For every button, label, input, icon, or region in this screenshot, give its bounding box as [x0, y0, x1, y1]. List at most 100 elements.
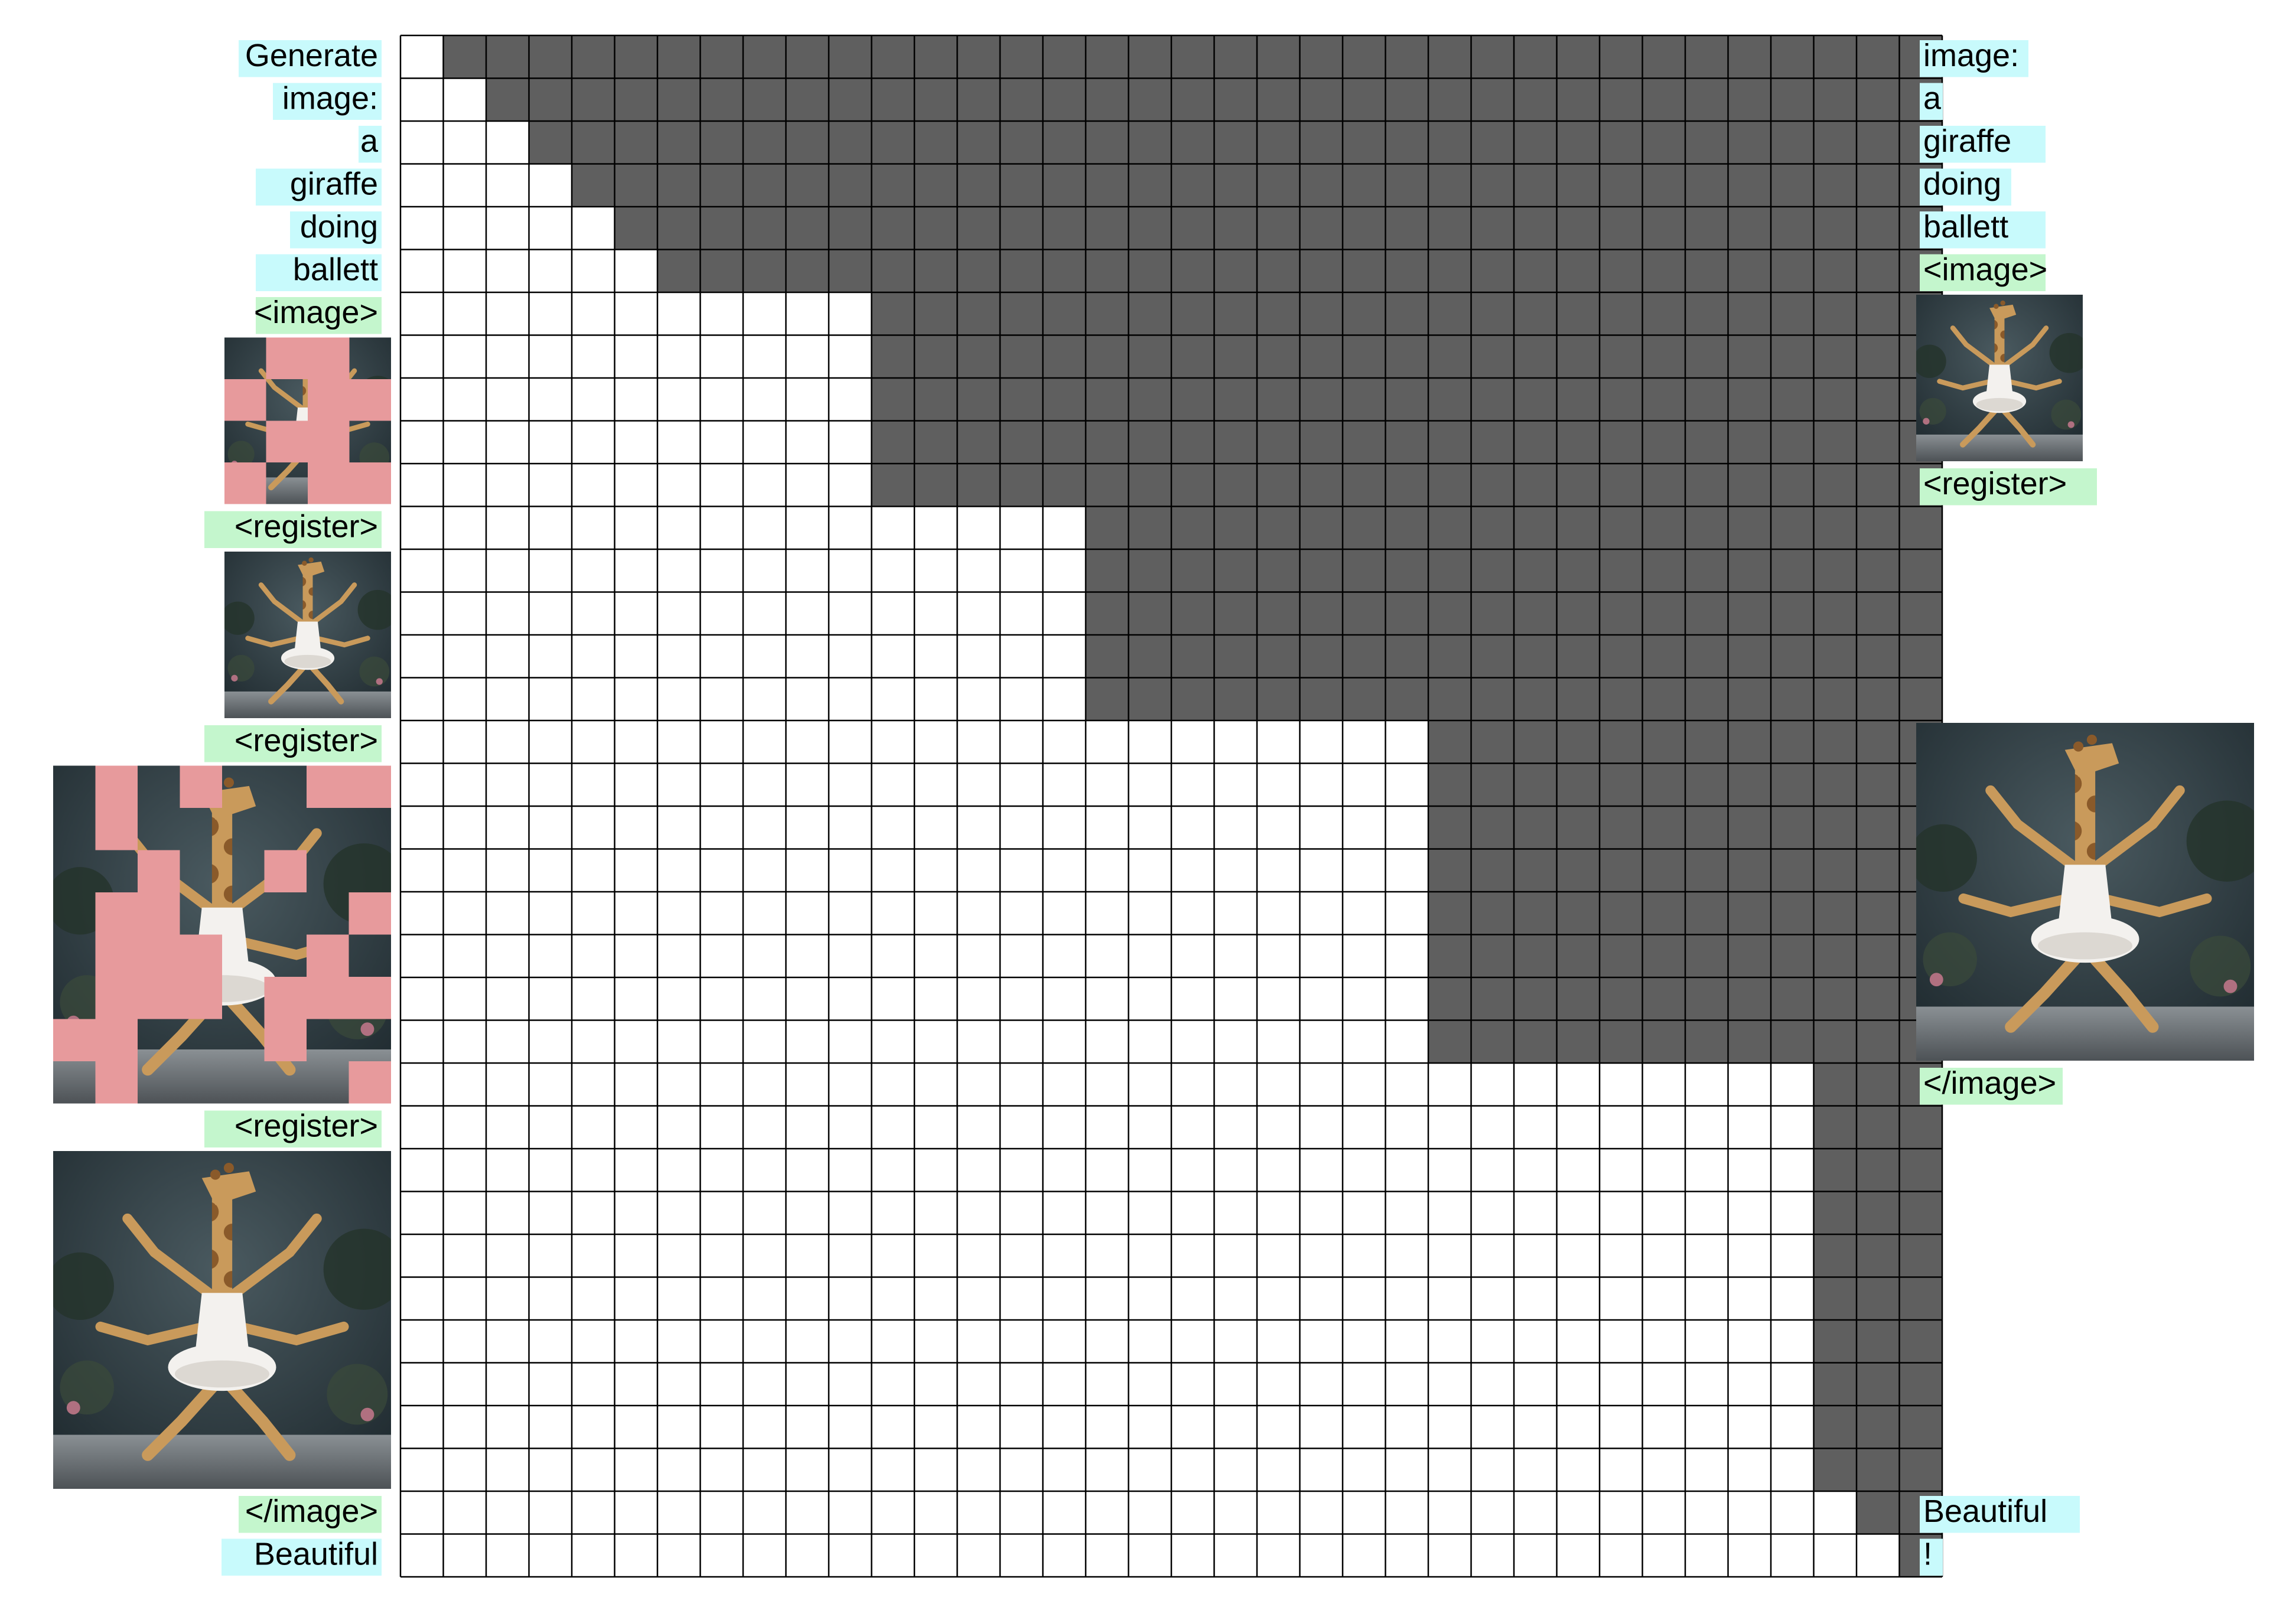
attend-cell — [529, 977, 572, 1021]
attend-cell — [1300, 849, 1343, 892]
attend-cell — [700, 335, 743, 378]
masked-cell — [1471, 164, 1514, 207]
masked-cell — [871, 207, 914, 250]
attend-cell — [743, 1534, 786, 1577]
masked-cell — [1813, 892, 1857, 935]
attend-cell — [871, 934, 914, 977]
masked-cell — [1857, 635, 1900, 678]
attend-cell — [486, 506, 529, 549]
masked-cell — [1428, 78, 1471, 121]
masked-cell — [957, 78, 1000, 121]
masked-cell — [1300, 292, 1343, 335]
masked-cell — [1857, 1020, 1900, 1063]
attend-cell — [1343, 1362, 1386, 1406]
masked-cell — [1642, 635, 1685, 678]
masked-cell — [743, 164, 786, 207]
attend-cell — [572, 763, 615, 806]
masked-cell — [1899, 1191, 1942, 1234]
masked-patch — [307, 977, 349, 1019]
attend-cell — [1128, 1448, 1171, 1491]
masked-cell — [1000, 164, 1043, 207]
attend-cell — [700, 1320, 743, 1363]
attend-cell — [1385, 1149, 1428, 1192]
attend-cell — [1857, 1534, 1900, 1577]
masked-cell — [1857, 849, 1900, 892]
attend-cell — [1171, 1406, 1214, 1449]
masked-image-thumbnail — [224, 337, 391, 504]
masked-cell — [1257, 335, 1300, 378]
masked-cell — [1043, 420, 1086, 464]
attend-cell — [529, 592, 572, 635]
masked-cell — [1813, 1020, 1857, 1063]
masked-patch — [180, 977, 222, 1019]
attend-cell — [657, 977, 701, 1021]
attend-cell — [529, 1234, 572, 1277]
masked-cell — [957, 420, 1000, 464]
masked-cell — [1600, 378, 1643, 421]
masked-cell — [1556, 378, 1600, 421]
masked-cell — [1642, 121, 1685, 164]
attend-cell — [957, 1534, 1000, 1577]
masked-cell — [1600, 1020, 1643, 1063]
attend-cell — [786, 1491, 829, 1534]
attend-cell — [871, 592, 914, 635]
attend-cell — [614, 892, 657, 935]
attend-cell — [700, 1106, 743, 1149]
masked-cell — [1214, 35, 1257, 79]
attend-cell — [1171, 763, 1214, 806]
masked-cell — [700, 164, 743, 207]
attend-cell — [1300, 934, 1343, 977]
attend-cell — [614, 249, 657, 292]
attend-cell — [400, 1534, 444, 1577]
attend-cell — [657, 1149, 701, 1192]
attend-cell — [1000, 592, 1043, 635]
attend-cell — [786, 420, 829, 464]
masked-cell — [871, 78, 914, 121]
masked-cell — [1343, 464, 1386, 507]
attend-cell — [1385, 849, 1428, 892]
masked-patch — [349, 892, 391, 935]
masked-cell — [1857, 1234, 1900, 1277]
masked-cell — [1899, 1277, 1942, 1320]
masked-cell — [1128, 635, 1171, 678]
token-highlight — [1920, 126, 2046, 163]
attend-cell — [1086, 1320, 1129, 1363]
attend-cell — [871, 1448, 914, 1491]
masked-cell — [1857, 1191, 1900, 1234]
masked-cell — [1685, 420, 1728, 464]
masked-cell — [1385, 249, 1428, 292]
masked-cell — [1514, 1020, 1557, 1063]
masked-cell — [1257, 249, 1300, 292]
masked-cell — [1000, 121, 1043, 164]
attend-cell — [1471, 1063, 1514, 1106]
masked-cell — [1857, 1491, 1900, 1534]
masked-cell — [1128, 464, 1171, 507]
attend-cell — [1428, 1406, 1471, 1449]
masked-cell — [1471, 721, 1514, 764]
masked-cell — [914, 420, 958, 464]
attend-cell — [1771, 1234, 1814, 1277]
attend-cell — [1043, 549, 1086, 592]
attend-cell — [529, 164, 572, 207]
attend-cell — [1600, 1234, 1643, 1277]
masked-cell — [657, 35, 701, 79]
attend-cell — [957, 892, 1000, 935]
attend-cell — [1343, 806, 1386, 849]
masked-cell — [1343, 249, 1386, 292]
attend-cell — [400, 1491, 444, 1534]
masked-cell — [1214, 378, 1257, 421]
masked-cell — [1086, 121, 1129, 164]
attend-cell — [1728, 1234, 1771, 1277]
token-highlight — [204, 1110, 382, 1147]
text-token: a — [359, 123, 382, 163]
attend-cell — [1385, 892, 1428, 935]
masked-cell — [1600, 420, 1643, 464]
masked-patch — [264, 850, 307, 892]
attend-cell — [1385, 1362, 1428, 1406]
masked-cell — [1728, 892, 1771, 935]
attend-cell — [443, 1406, 486, 1449]
attend-cell — [400, 464, 444, 507]
attend-cell — [1343, 1149, 1386, 1192]
attend-cell — [829, 335, 872, 378]
masked-cell — [1128, 207, 1171, 250]
